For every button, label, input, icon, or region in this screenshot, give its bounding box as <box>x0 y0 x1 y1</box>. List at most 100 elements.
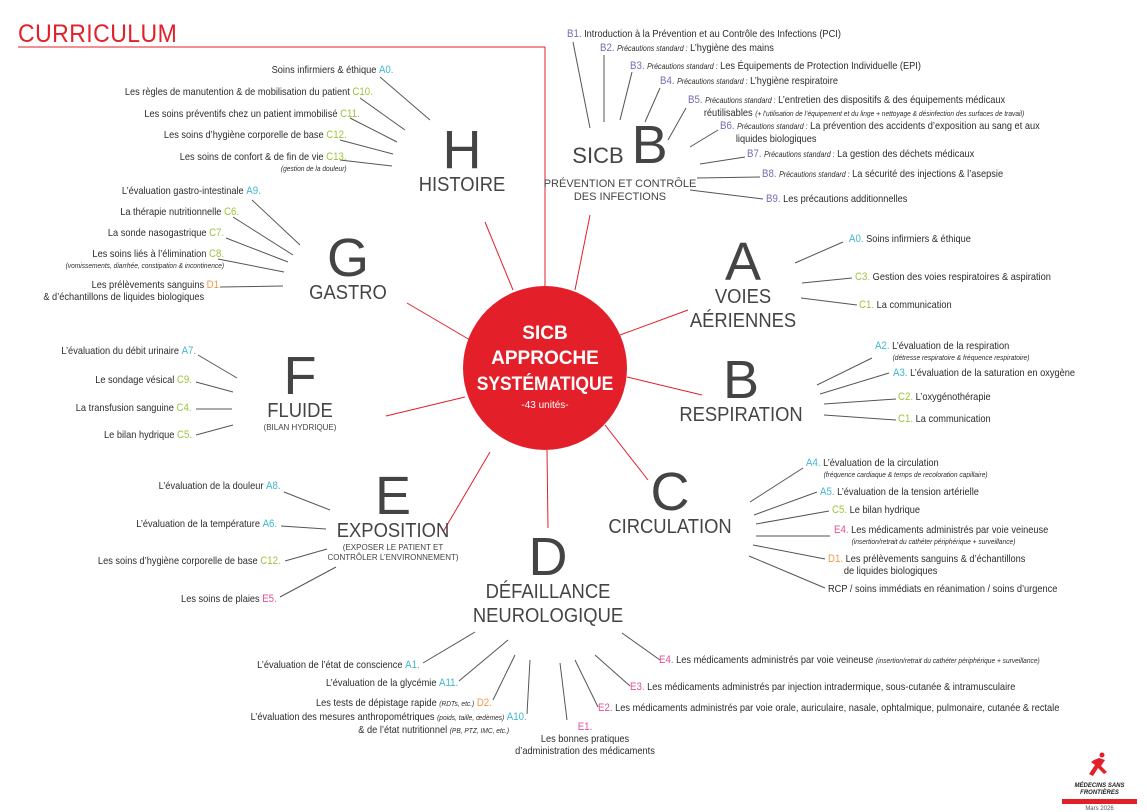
unit-note: (RDTs, etc.) <box>439 699 475 708</box>
curriculum-item: Les soins d’hygiène corporelle de base C… <box>98 555 281 567</box>
connector-line <box>689 129 719 148</box>
item-second-line: réutilisables (+ l’utilisation de l’équi… <box>688 107 1024 120</box>
unit-code: C8. <box>208 248 224 260</box>
category-letter-row: A <box>685 235 801 289</box>
unit-code: E3. <box>630 681 645 693</box>
connector-line <box>458 639 509 682</box>
unit-title: L’hygiène des mains <box>690 42 774 54</box>
unit-title: La sécurité des injections & l’asepsie <box>852 168 1004 180</box>
unit-title: Les médicaments administrés par voie vei… <box>676 654 874 666</box>
item-second-line: de liquides biologiques <box>828 565 1025 577</box>
unit-title: RCP / soins immédiats en réanimation / s… <box>828 583 1058 595</box>
unit-note: (vomissements, diarrhée, constipation & … <box>65 261 224 270</box>
unit-code: A1. <box>405 659 420 671</box>
item-main-line: Les soins d’hygiène corporelle de base C… <box>98 555 281 567</box>
unit-note: (fréquence cardiaque & temps de recolora… <box>823 470 988 479</box>
curriculum-item: B5. Précautions standard : L’entretien d… <box>688 94 1024 120</box>
unit-title: Les médicaments administrés par injectio… <box>647 681 1016 693</box>
item-main-line: L’évaluation de l’état de conscience A1. <box>258 659 420 671</box>
connector-line <box>217 258 285 273</box>
curriculum-item: B6. Précautions standard : La prévention… <box>720 120 1040 145</box>
unit-title: L’entretien des dispositifs & des équipe… <box>778 94 1006 106</box>
center-units: -43 unités- <box>521 400 569 411</box>
curriculum-item: L’évaluation du débit urinaire A7. <box>61 345 196 357</box>
unit-title: L’évaluation de la saturation en oxygène <box>910 367 1076 379</box>
curriculum-item: B8. Précautions standard : La sécurité d… <box>762 168 1003 181</box>
connector-line <box>619 71 633 121</box>
curriculum-item: L’évaluation gastro-intestinale A9. <box>122 185 261 197</box>
item-main-line: B1. Introduction à la Prévention et au C… <box>567 28 841 40</box>
curriculum-item: La sonde nasogastrique C7. <box>108 227 224 239</box>
item-main-line: Les soins préventifs chez un patient imm… <box>145 108 360 120</box>
item-main-line: Les soins de confort & de fin de vie C13… <box>180 151 347 163</box>
spoke-line <box>546 449 549 529</box>
unit-title: Le bilan hydrique <box>103 429 175 441</box>
unit-note: (+ l’utilisation de l’équipement et du l… <box>755 109 1025 118</box>
category-title: HISTOIRE <box>418 174 506 196</box>
spoke-line <box>442 451 491 533</box>
unit-code: E1. <box>577 721 593 733</box>
item-main-line: C1. La communication <box>898 413 991 425</box>
connector-line <box>339 139 394 155</box>
unit-code: A7. <box>181 345 196 357</box>
connector-line <box>195 424 234 436</box>
center-line2: APPROCHE <box>491 348 599 369</box>
item-main-line: B3. Précautions standard : Les Équipemen… <box>630 60 921 72</box>
unit-title: L’hygiène respiratoire <box>750 75 838 87</box>
unit-title: Les soins d’hygiène corporelle de base <box>98 555 258 567</box>
unit-note: (PB, PTZ, IMC, etc.) <box>449 726 510 735</box>
standard-precautions-label: Précautions standard : <box>737 122 808 131</box>
connector-line <box>819 372 890 395</box>
item-main-line: B5. Précautions standard : L’entretien d… <box>688 94 1005 106</box>
unit-code: A3. <box>893 367 908 379</box>
category-letter: A <box>724 232 762 292</box>
spoke-line <box>604 424 649 481</box>
connector-line <box>748 555 826 589</box>
item-main-line: L’évaluation de la douleur A8. <box>159 480 281 492</box>
spoke-line <box>484 221 514 291</box>
connector-line <box>219 285 284 288</box>
category-letter-row: D <box>466 530 629 584</box>
curriculum-item: B3. Précautions standard : Les Équipemen… <box>630 60 921 73</box>
connector-line <box>752 544 826 560</box>
unit-code: B8. <box>762 168 777 180</box>
unit-title-continued: d’administration des médicaments <box>515 745 655 757</box>
item-main-line: L’évaluation gastro-intestinale A9. <box>122 185 261 197</box>
item-second-line: & de l’état nutritionnel (PB, PTZ, IMC, … <box>251 724 527 737</box>
unit-code: C13. <box>326 151 347 163</box>
curriculum-item: Les soins liés à l’élimination C8.(vomis… <box>66 248 224 272</box>
unit-code: C10. <box>352 86 373 98</box>
category-title: CIRCULATION <box>608 516 732 538</box>
unit-title: L’oxygénothérapie <box>915 391 991 403</box>
center-line1: SICB <box>522 323 568 344</box>
item-code-line: E1. <box>515 721 655 733</box>
unit-title: Les soins de confort & de fin de vie <box>180 151 324 163</box>
unit-code: B7. <box>747 148 762 160</box>
unit-title: Les soins préventifs chez un patient imm… <box>144 108 338 120</box>
curriculum-item: A4. L’évaluation de la circulation(fréqu… <box>806 457 988 481</box>
curriculum-item: C2. L’oxygénothérapie <box>898 391 991 403</box>
unit-note: (détresse respiratoire & fréquence respi… <box>892 353 1030 362</box>
category-letter: C <box>650 462 690 522</box>
unit-title: L’évaluation du débit urinaire <box>61 345 179 357</box>
unit-title: La prévention des accidents d’exposition… <box>810 120 1040 132</box>
connector-line <box>279 566 337 598</box>
logo-bar <box>1062 799 1137 804</box>
curriculum-item: Soins infirmiers & éthique A0. <box>271 64 393 76</box>
unit-code: A0. <box>378 64 393 76</box>
curriculum-item: B7. Précautions standard : La gestion de… <box>747 148 974 161</box>
standard-precautions-label: Précautions standard : <box>705 96 776 105</box>
category-letter: F <box>283 346 317 406</box>
center-circle: SICB APPROCHE SYSTÉMATIQUE -43 unités- <box>463 286 627 450</box>
curriculum-item: Les tests de dépistage rapide (RDTs, etc… <box>316 697 492 710</box>
item-main-line: B4. Précautions standard : L’hygiène res… <box>660 75 838 87</box>
connector-line <box>284 548 328 562</box>
unit-title: L’évaluation de la respiration <box>892 340 1010 352</box>
unit-title: La communication <box>876 299 952 311</box>
unit-title: Soins infirmiers & éthique <box>866 233 971 245</box>
unit-code: C11. <box>340 108 360 120</box>
